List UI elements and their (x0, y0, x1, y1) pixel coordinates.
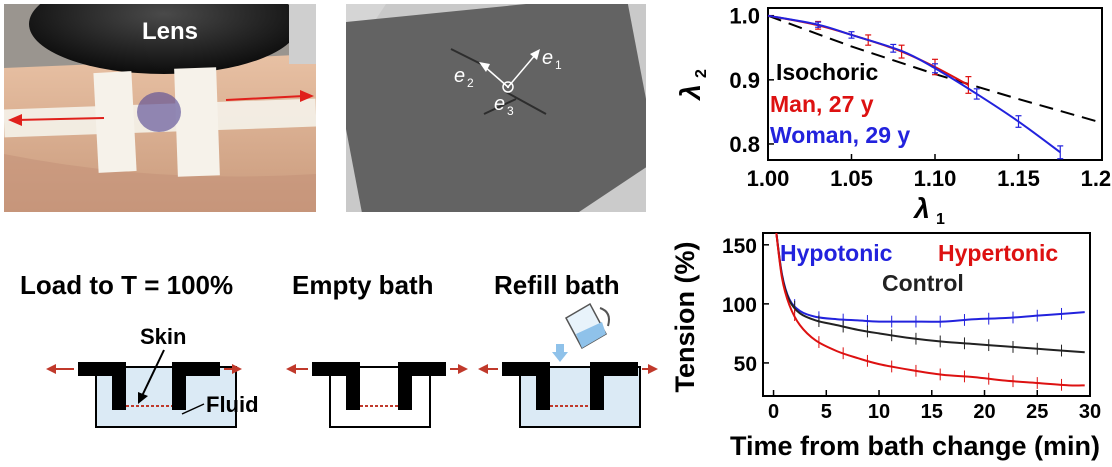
legend-entry-2: Woman, 29 y (770, 122, 910, 148)
arm-photo: Lens (4, 4, 316, 212)
y-tick-label: 1.0 (729, 4, 760, 29)
series-line-2 (767, 14, 1061, 154)
step-load-title: Load to T = 100% (20, 270, 234, 300)
x-axis-label-sub: 1 (936, 211, 945, 225)
skin-label: Skin (140, 324, 186, 349)
e2-label: e (454, 65, 465, 87)
legend-entry-1: Man, 27 y (770, 91, 874, 117)
bath-dish-load (46, 362, 242, 428)
y-axis-label: λ (675, 84, 706, 102)
bath-dish-refill (478, 302, 658, 428)
bath-dish-empty (286, 362, 468, 428)
x-tick-label: 1.20 (1081, 166, 1112, 191)
x-tick-label: 30 (1079, 401, 1101, 423)
legend-entry-0: Hypotonic (780, 240, 893, 266)
y-tick-label: 100 (722, 294, 757, 317)
y-tick-label: 150 (722, 235, 757, 258)
lens-label: Lens (142, 18, 199, 45)
y-axis-label-sub: 2 (693, 69, 710, 78)
bath-schematic: Skin Fluid (46, 302, 658, 428)
x-tick-label: 0 (768, 401, 779, 423)
step-empty-title: Empty bath (292, 270, 434, 300)
e3-subscript: 3 (507, 104, 514, 118)
series-line-2 (775, 233, 1085, 387)
legend-entry-0: Isochoric (776, 59, 878, 85)
arm-photo-drawing (4, 4, 316, 212)
plot-frame (762, 232, 1091, 397)
microscope-photo: e 1 e 2 e 3 (346, 4, 646, 212)
e3-label: e (494, 93, 505, 115)
e1-subscript: 1 (555, 58, 562, 72)
x-tick-label: 20 (973, 401, 995, 423)
y-axis-label: Tension (%) (670, 242, 700, 393)
x-tick-label: 1.05 (830, 166, 873, 191)
series-line-1 (775, 233, 1085, 354)
x-tick-label: 1.15 (997, 166, 1040, 191)
microscope-drawing: e 1 e 2 e 3 (346, 4, 646, 212)
x-axis-label: Time from bath change (min) (730, 431, 1100, 461)
step-refill-title: Refill bath (494, 270, 620, 300)
x-tick-label: 1.10 (914, 166, 957, 191)
y-tick-label: 0.8 (729, 132, 760, 157)
e1-label: e (542, 47, 553, 69)
x-tick-label: 15 (921, 401, 943, 423)
x-axis-label: λ (912, 193, 930, 224)
fluid-label: Fluid (206, 392, 259, 417)
legend-entry-2: Control (882, 270, 964, 296)
x-tick-label: 25 (1026, 401, 1048, 423)
pitcher-icon (564, 302, 610, 350)
x-tick-label: 5 (821, 401, 832, 423)
y-tick-label: 50 (734, 353, 757, 376)
e2-subscript: 2 (467, 76, 474, 90)
stretch-ratio-chart: 1.001.051.101.151.201.00.90.8λ1λ2Isochor… (675, 4, 1112, 225)
y-tick-label: 0.9 (729, 68, 760, 93)
legend-entry-1: Hypertonic (938, 240, 1058, 266)
x-tick-label: 10 (868, 401, 890, 423)
x-tick-label: 1.00 (747, 166, 790, 191)
